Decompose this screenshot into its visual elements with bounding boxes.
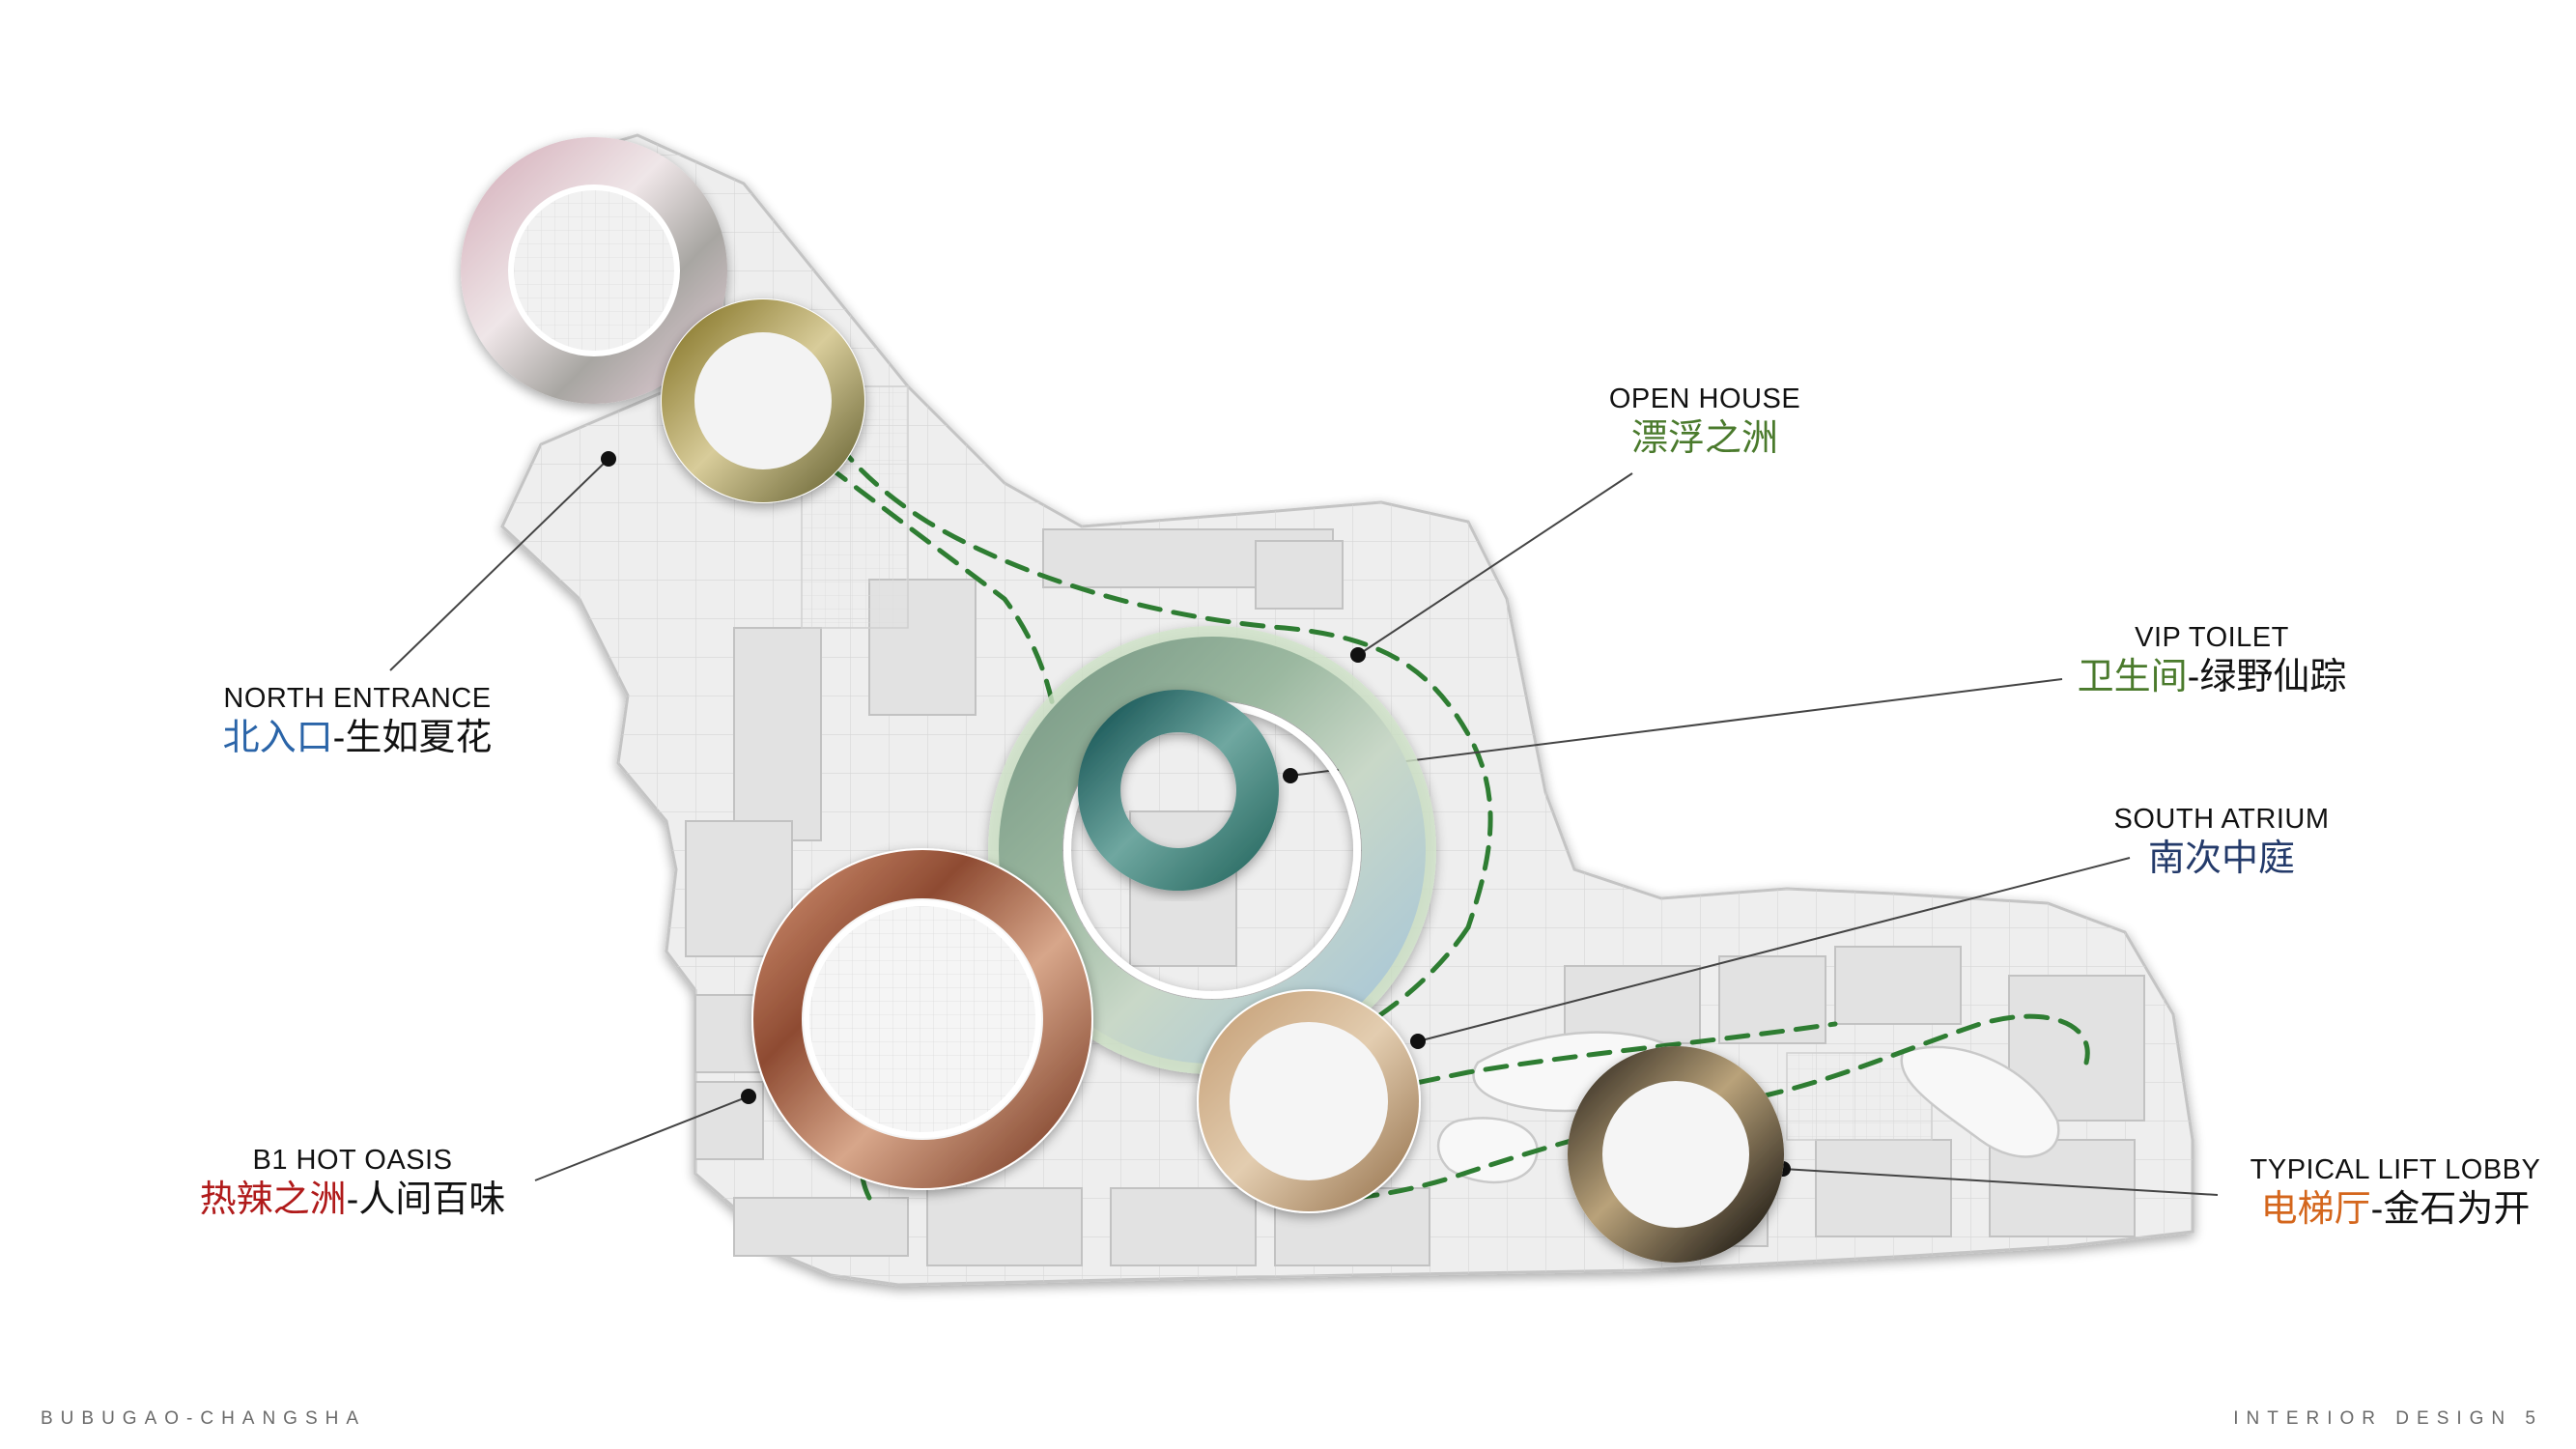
leader-line-open-house: [1357, 472, 1633, 656]
leader-dot-b1-hot-oasis: [741, 1089, 756, 1104]
callout-zh-accent: 电梯厅: [2260, 1189, 2371, 1230]
leader-dot-north-entrance: [601, 451, 616, 467]
callout-open-house: OPEN HOUSE 漂浮之洲: [1560, 382, 1850, 461]
leader-line-vip-toilet: [1289, 678, 2063, 777]
callout-zh-accent: 热辣之洲: [199, 1179, 347, 1220]
leader-line-lift-lobby: [1782, 1168, 2219, 1196]
callout-en: VIP TOILET: [2135, 622, 2289, 653]
leader-dot-open-house: [1350, 647, 1366, 663]
callout-zh: 北入口-生如夏花: [198, 716, 517, 760]
callout-typical-lift-lobby: TYPICAL LIFT LOBBY 电梯厅-金石为开: [2222, 1152, 2569, 1232]
leader-line-south-atrium: [1417, 857, 2131, 1042]
callout-zh-rest: -人间百味: [346, 1179, 506, 1220]
callout-zh: 电梯厅-金石为开: [2222, 1187, 2569, 1232]
callout-zh-rest: -生如夏花: [332, 718, 493, 758]
callout-zh-accent: 漂浮之洲: [1630, 418, 1778, 459]
callout-vip-toilet: VIP TOILET 卫生间-绿野仙踪: [2052, 620, 2371, 699]
vip-toilet-ring-outer: [988, 626, 1436, 1074]
leader-line-b1-hot-oasis: [534, 1095, 750, 1181]
b1-hot-oasis-ring: [751, 848, 1093, 1190]
callout-zh-accent: 南次中庭: [2147, 838, 2295, 879]
callout-zh: 热辣之洲-人间百味: [179, 1178, 526, 1222]
footer-project-name: BUBUGAO-CHANGSHA: [41, 1408, 367, 1429]
callout-en: NORTH ENTRANCE: [223, 683, 492, 714]
callout-zh-rest: -金石为开: [2370, 1189, 2531, 1230]
lift-lobby-ring: [1568, 1046, 1784, 1263]
callout-zh: 漂浮之洲: [1560, 416, 1850, 461]
callout-en: B1 HOT OASIS: [252, 1145, 453, 1176]
leader-dot-vip-toilet: [1283, 768, 1298, 783]
callout-en: TYPICAL LIFT LOBBY: [2250, 1154, 2541, 1185]
callout-en: OPEN HOUSE: [1608, 384, 1801, 414]
callout-en: SOUTH ATRIUM: [2113, 804, 2330, 835]
footer-page-label: INTERIOR DESIGN 5: [2233, 1408, 2543, 1429]
callout-zh-accent: 卫生间: [2077, 657, 2188, 697]
vip-toilet-ring-inner: [1078, 690, 1279, 891]
north-entrance-ring-small: [661, 298, 865, 503]
callout-zh: 南次中庭: [2077, 837, 2366, 881]
leader-dot-south-atrium: [1410, 1034, 1426, 1049]
callout-north-entrance: NORTH ENTRANCE 北入口-生如夏花: [198, 681, 517, 760]
north-entrance-ring-large: [461, 137, 727, 404]
leader-lines: [389, 458, 2219, 1196]
callout-b1-hot-oasis: B1 HOT OASIS 热辣之洲-人间百味: [179, 1143, 526, 1222]
callout-zh: 卫生间-绿野仙踪: [2052, 655, 2371, 699]
callout-south-atrium: SOUTH ATRIUM 南次中庭: [2077, 802, 2366, 881]
callout-zh-accent: 北入口: [222, 718, 333, 758]
leader-line-north-entrance: [389, 458, 609, 671]
south-atrium-ring: [1197, 989, 1421, 1213]
callout-zh-rest: -绿野仙踪: [2187, 657, 2347, 697]
